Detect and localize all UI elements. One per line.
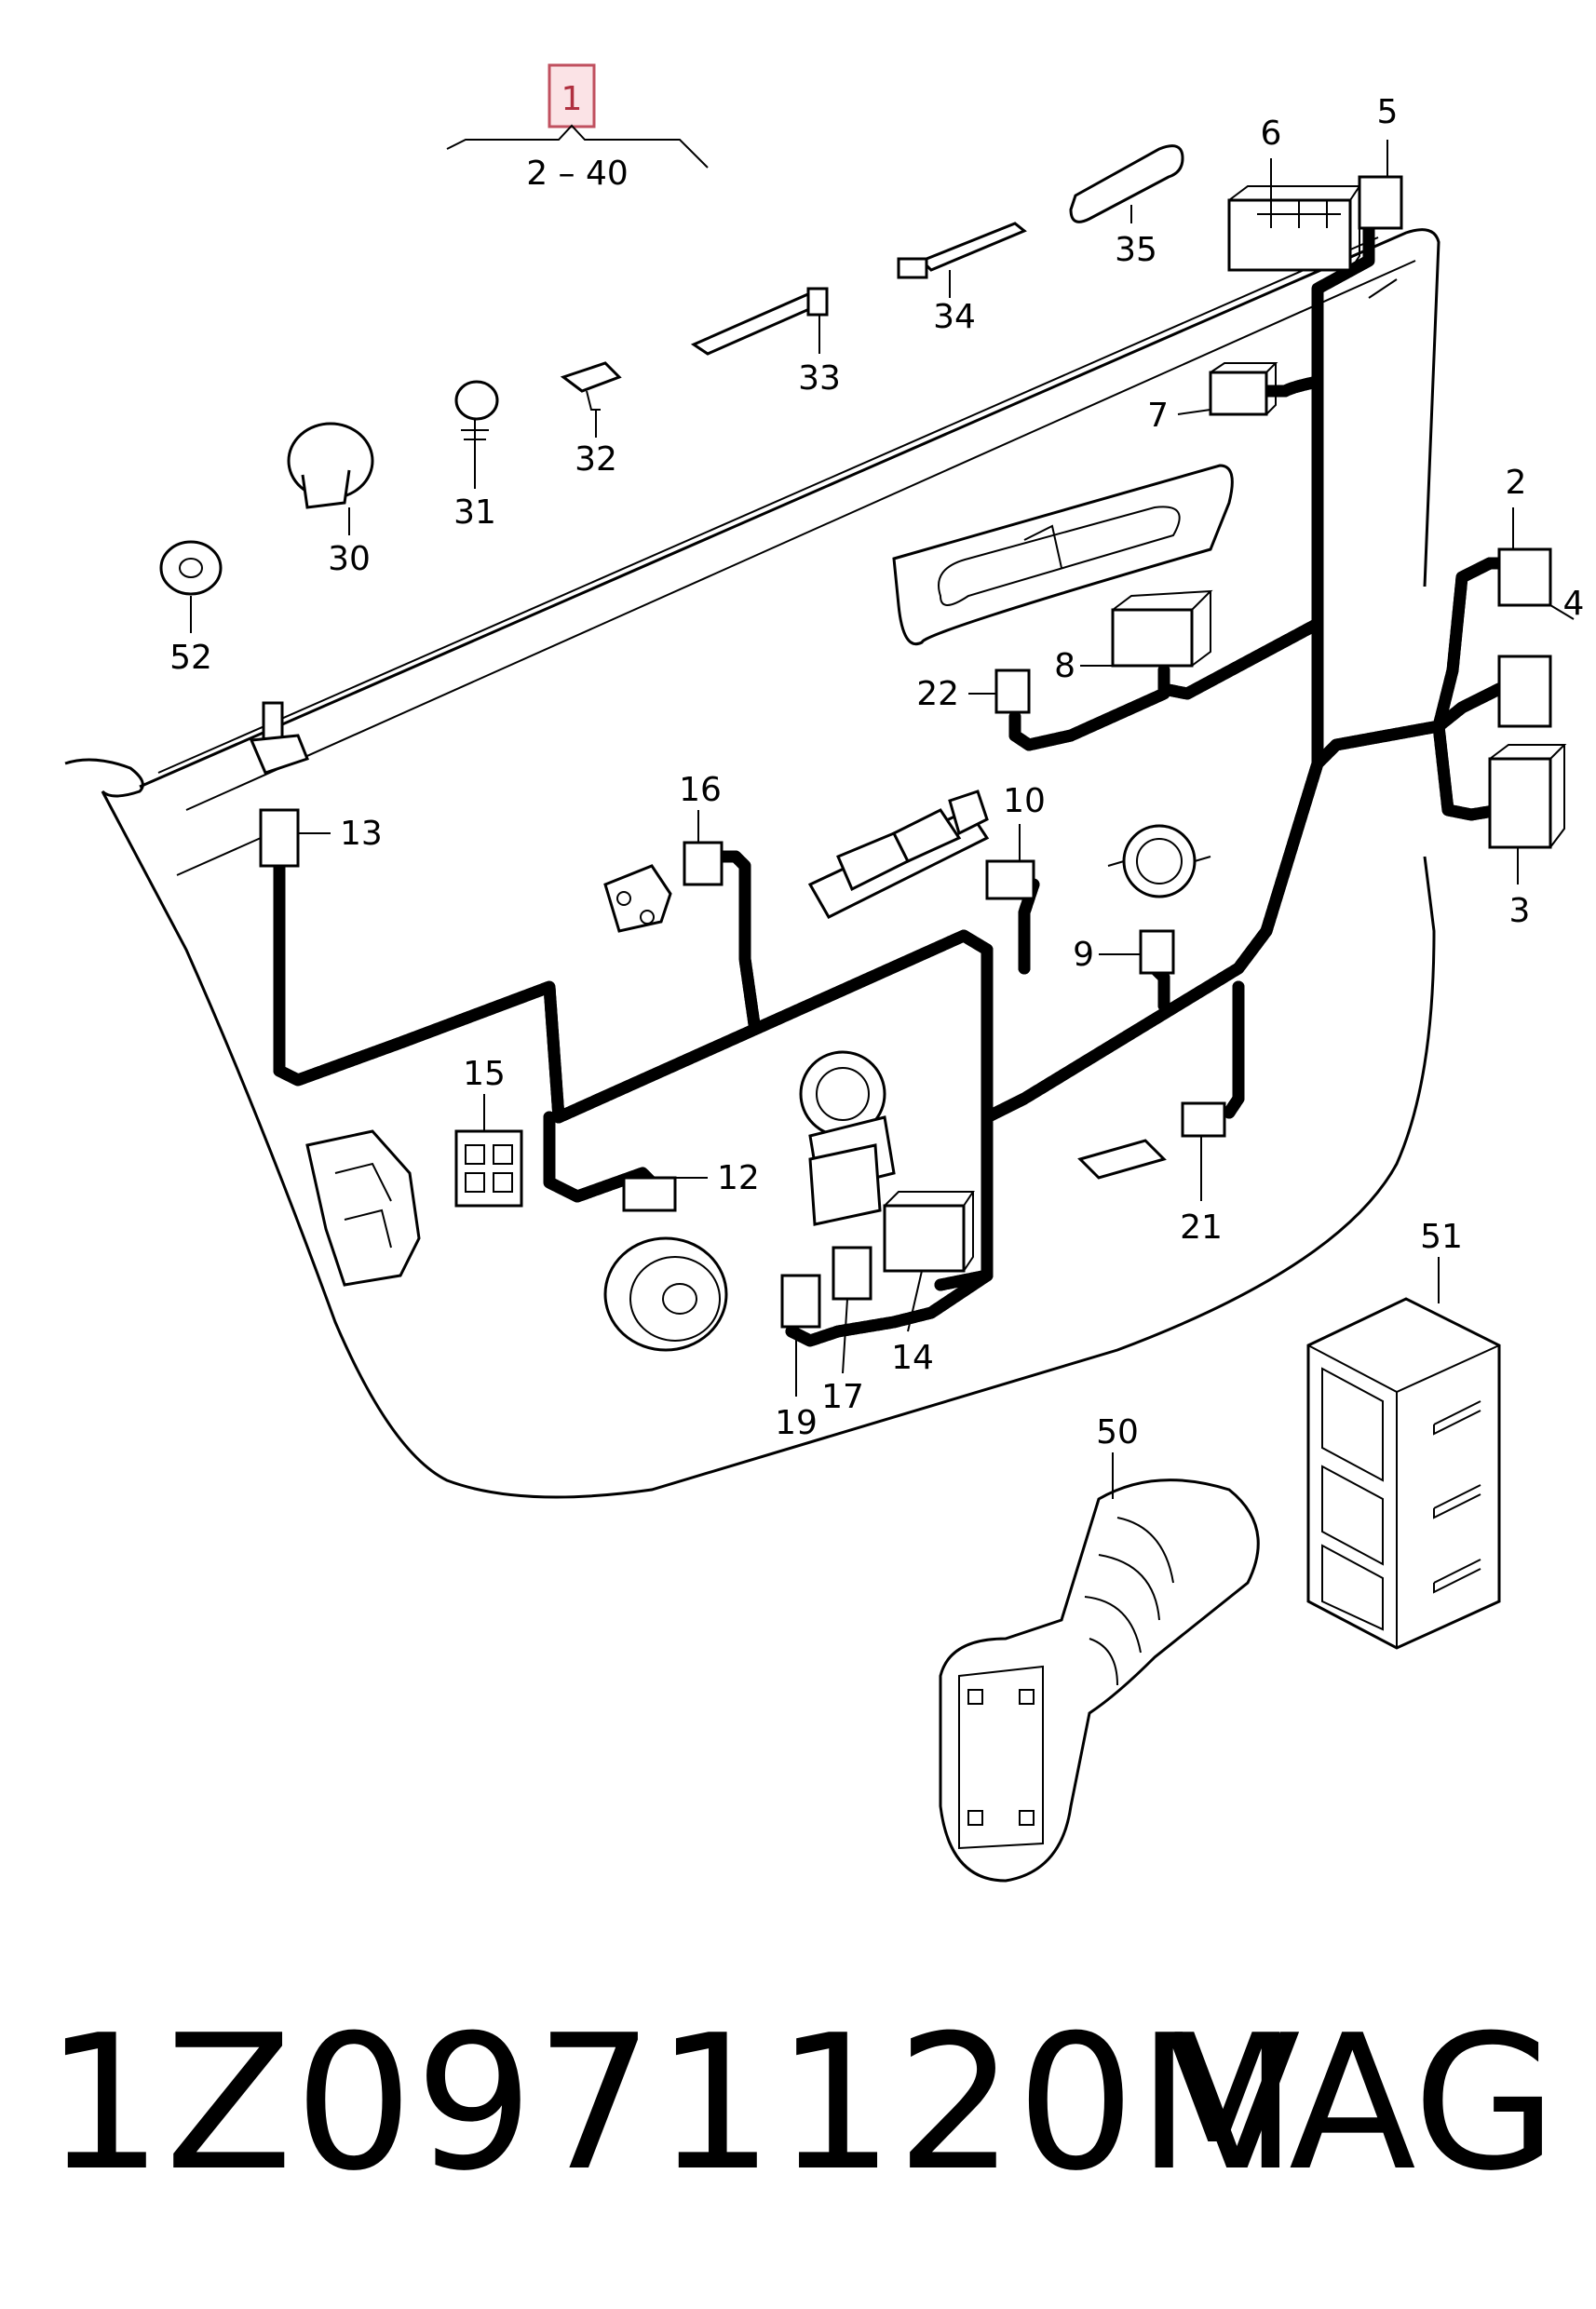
connector-12	[622, 1176, 677, 1212]
connector-7	[1209, 362, 1278, 416]
connector-16	[683, 841, 724, 886]
brand-name: VAG	[1173, 1995, 1558, 2212]
connector-13	[259, 808, 300, 868]
connector-3	[1488, 744, 1567, 849]
callout-7: 7	[1147, 397, 1169, 435]
leader-lines	[190, 140, 1575, 1499]
mount-bracket	[603, 864, 672, 933]
callout-22: 22	[916, 675, 959, 713]
callout-50: 50	[1096, 1413, 1139, 1452]
grommet-30	[287, 422, 374, 509]
callout-17: 17	[821, 1378, 864, 1416]
callout-13: 13	[340, 815, 383, 853]
cable-tie-33	[690, 287, 829, 356]
callout-32: 32	[575, 440, 617, 479]
callout-31: 31	[453, 493, 496, 532]
callout-52: 52	[169, 639, 212, 677]
connector-8	[1111, 589, 1213, 668]
connector-10	[985, 859, 1035, 900]
callout-10: 10	[1003, 782, 1046, 820]
callout-33: 33	[798, 359, 841, 398]
door-contact-switch	[249, 701, 309, 775]
connector-17	[832, 1246, 872, 1301]
footer: 1Z0971120M VAG	[0, 1992, 1596, 2235]
tweeter	[1107, 824, 1211, 898]
window-switch	[807, 790, 990, 919]
callout-3: 3	[1509, 892, 1531, 930]
connector-9	[1139, 929, 1175, 975]
connector-22	[994, 668, 1031, 714]
callout-16: 16	[679, 771, 722, 809]
callout-9: 9	[1073, 936, 1094, 974]
callout-21: 21	[1180, 1209, 1223, 1247]
washer-52	[159, 540, 223, 596]
connector-15	[454, 1129, 523, 1208]
callout-14: 14	[891, 1339, 934, 1377]
door-lock-module	[305, 1129, 421, 1287]
components	[159, 144, 1567, 1883]
connector-19	[780, 1274, 821, 1329]
callout-5: 5	[1377, 93, 1399, 131]
connector-holder-51	[1306, 1297, 1501, 1650]
callout-4: 4	[1563, 585, 1585, 623]
connector-21	[1181, 1101, 1226, 1138]
wiring-harness	[273, 222, 1506, 1347]
callout-8: 8	[1054, 647, 1075, 685]
clip-31	[454, 380, 499, 447]
part-number: 1Z0971120M	[45, 1995, 1300, 2212]
callout-2: 2	[1506, 464, 1527, 502]
window-motor	[799, 1050, 896, 1226]
connector-5	[1358, 175, 1403, 230]
wiring-boot-50	[939, 1479, 1260, 1883]
callout-labels: 5 6 35 34 33 32 31 30 52 7 2 4 3 8 22 13…	[169, 93, 1584, 1452]
callout-19: 19	[775, 1404, 818, 1442]
door-panel-outline	[64, 228, 1440, 1499]
connector-14	[883, 1191, 975, 1273]
callout-6: 6	[1261, 115, 1282, 153]
callout-12: 12	[717, 1159, 760, 1197]
callout-30: 30	[328, 540, 371, 578]
assembly-number: 1	[561, 80, 583, 118]
callout-51: 51	[1420, 1218, 1463, 1256]
assembly-marker: 1 2 – 40	[446, 63, 709, 193]
connector-4	[1497, 655, 1552, 728]
connector-6	[1227, 185, 1361, 272]
cable-tie-34	[897, 222, 1027, 279]
clip-32	[560, 361, 622, 411]
callout-35: 35	[1115, 231, 1157, 269]
callout-34: 34	[933, 298, 976, 336]
connector-2	[1497, 547, 1552, 607]
speaker	[603, 1236, 728, 1352]
assembly-range: 2 – 40	[526, 155, 629, 193]
callout-15: 15	[463, 1055, 506, 1093]
courtesy-light	[1077, 1139, 1167, 1180]
foam-sleeve-35	[1069, 144, 1184, 223]
